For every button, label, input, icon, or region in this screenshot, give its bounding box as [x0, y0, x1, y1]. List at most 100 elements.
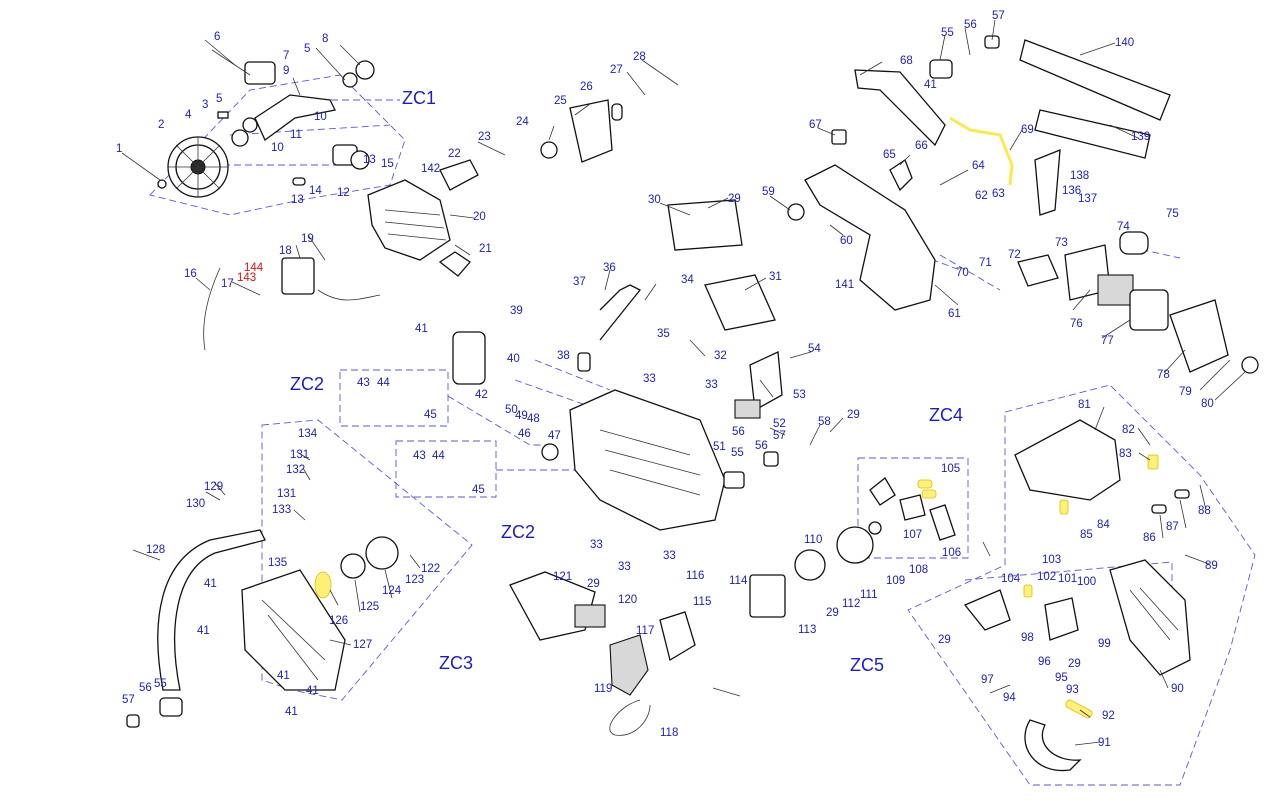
plate-98-part [1044, 597, 1079, 641]
body-lines [447, 239, 1181, 471]
leader-lines [121, 19, 1246, 746]
part-label: 125 [360, 601, 379, 613]
part-label: 22 [448, 148, 461, 160]
part-label: 131 [290, 449, 309, 461]
part-label: 67 [809, 119, 822, 131]
part-label: 28 [633, 51, 646, 63]
part-label: 101 [1058, 573, 1077, 585]
oil-hose-118 [609, 699, 651, 736]
part-label: 78 [1157, 369, 1170, 381]
part-label: 54 [808, 343, 821, 355]
brake-band-91-part [1024, 719, 1082, 772]
part-label: 49 [515, 410, 528, 422]
part-label: 135 [268, 557, 287, 569]
part-label-layer: 1 2 3 4 5 5 6 7 8 9 10 10 11 12 13 13 14… [116, 10, 1218, 749]
part-label: 119 [594, 683, 612, 695]
part-label: 127 [353, 639, 372, 651]
handle-42-part [452, 331, 486, 385]
part-label: 137 [1078, 193, 1097, 205]
part-label: 82 [1122, 424, 1135, 436]
engine-parts [157, 60, 623, 351]
buffer-55-part [723, 471, 745, 489]
part-label: 43 [357, 377, 370, 389]
part-label: 38 [557, 350, 570, 362]
fuel-line-36-part [599, 284, 642, 341]
part-label: 61 [948, 308, 961, 320]
part-label: 29 [938, 634, 951, 646]
part-label: 55 [154, 678, 167, 690]
part-label: 34 [681, 274, 694, 286]
part-label: 45 [424, 409, 437, 421]
handle-bar-parts [787, 35, 1259, 374]
starter-parts [126, 529, 399, 728]
part-label: 73 [1055, 237, 1068, 249]
part-label: 42 [475, 389, 488, 401]
part-label: 29 [847, 409, 860, 421]
ring-24-part [540, 141, 558, 159]
pulley-124-part [365, 536, 399, 570]
part-label: 121 [553, 571, 572, 583]
part-label: 18 [279, 245, 292, 257]
part-label: 53 [793, 389, 806, 401]
part-label: 45 [472, 484, 485, 496]
part-label: 39 [510, 305, 523, 317]
part-label: 1 [116, 143, 122, 155]
pad-52-part [734, 399, 761, 419]
plate-113-part [749, 574, 786, 618]
part-label: 75 [1166, 208, 1179, 220]
part-label: 2 [158, 119, 164, 131]
spring-83-highlight [1147, 454, 1159, 470]
part-label: 29 [587, 578, 600, 590]
part-label: 109 [886, 575, 905, 587]
part-label: 21 [479, 243, 492, 255]
part-label: 33 [643, 373, 656, 385]
part-label: 140 [1115, 37, 1134, 49]
side-cover-90-part [1109, 559, 1191, 676]
spring-105a-highlight [917, 479, 933, 489]
part-label: 116 [686, 570, 704, 582]
part-label: 129 [204, 481, 223, 493]
spring-85-highlight [1059, 499, 1069, 515]
part-label: 104 [1001, 573, 1021, 585]
part-label: 41 [277, 670, 290, 682]
spike-136-part [1034, 149, 1061, 216]
part-label: 57 [992, 10, 1005, 22]
part-label: 70 [956, 267, 969, 279]
crankshaft-part [254, 94, 336, 141]
part-label: 131 [277, 488, 296, 500]
part-label: 122 [421, 563, 440, 575]
part-label: 65 [883, 149, 896, 161]
part-label: 16 [184, 268, 197, 280]
filter-76-part [1097, 274, 1134, 306]
part-label: 48 [527, 413, 540, 425]
part-label: 20 [473, 211, 486, 223]
bearing-4-part [231, 129, 249, 147]
part-label: 63 [992, 188, 1005, 200]
carburettor-72-part [1017, 254, 1059, 287]
part-label: 96 [1038, 656, 1051, 668]
part-label: 79 [1179, 386, 1192, 398]
part-label: 10 [271, 142, 284, 154]
part-label: 87 [1166, 521, 1179, 533]
part-label: 32 [714, 350, 727, 362]
cover-7-part [244, 61, 276, 85]
rear-handle-part [804, 164, 936, 311]
part-label: 23 [478, 131, 491, 143]
part-label: 85 [1080, 529, 1093, 541]
part-label: 19 [301, 233, 314, 245]
nut-57c-part [126, 714, 140, 728]
part-label: 89 [1205, 560, 1218, 572]
part-label: 8 [322, 33, 328, 45]
part-label: 139 [1131, 131, 1150, 143]
part-label: 44 [432, 450, 445, 462]
hand-guard-81-part [1014, 419, 1121, 501]
clutch-shoe-c [929, 504, 956, 541]
bearing-5a-part [242, 117, 258, 133]
zc2-box-bottom [395, 440, 497, 498]
air-plate-29-part [667, 199, 743, 251]
part-label: 15 [381, 158, 394, 170]
part-label: 77 [1101, 335, 1114, 347]
part-label: 27 [610, 64, 623, 76]
